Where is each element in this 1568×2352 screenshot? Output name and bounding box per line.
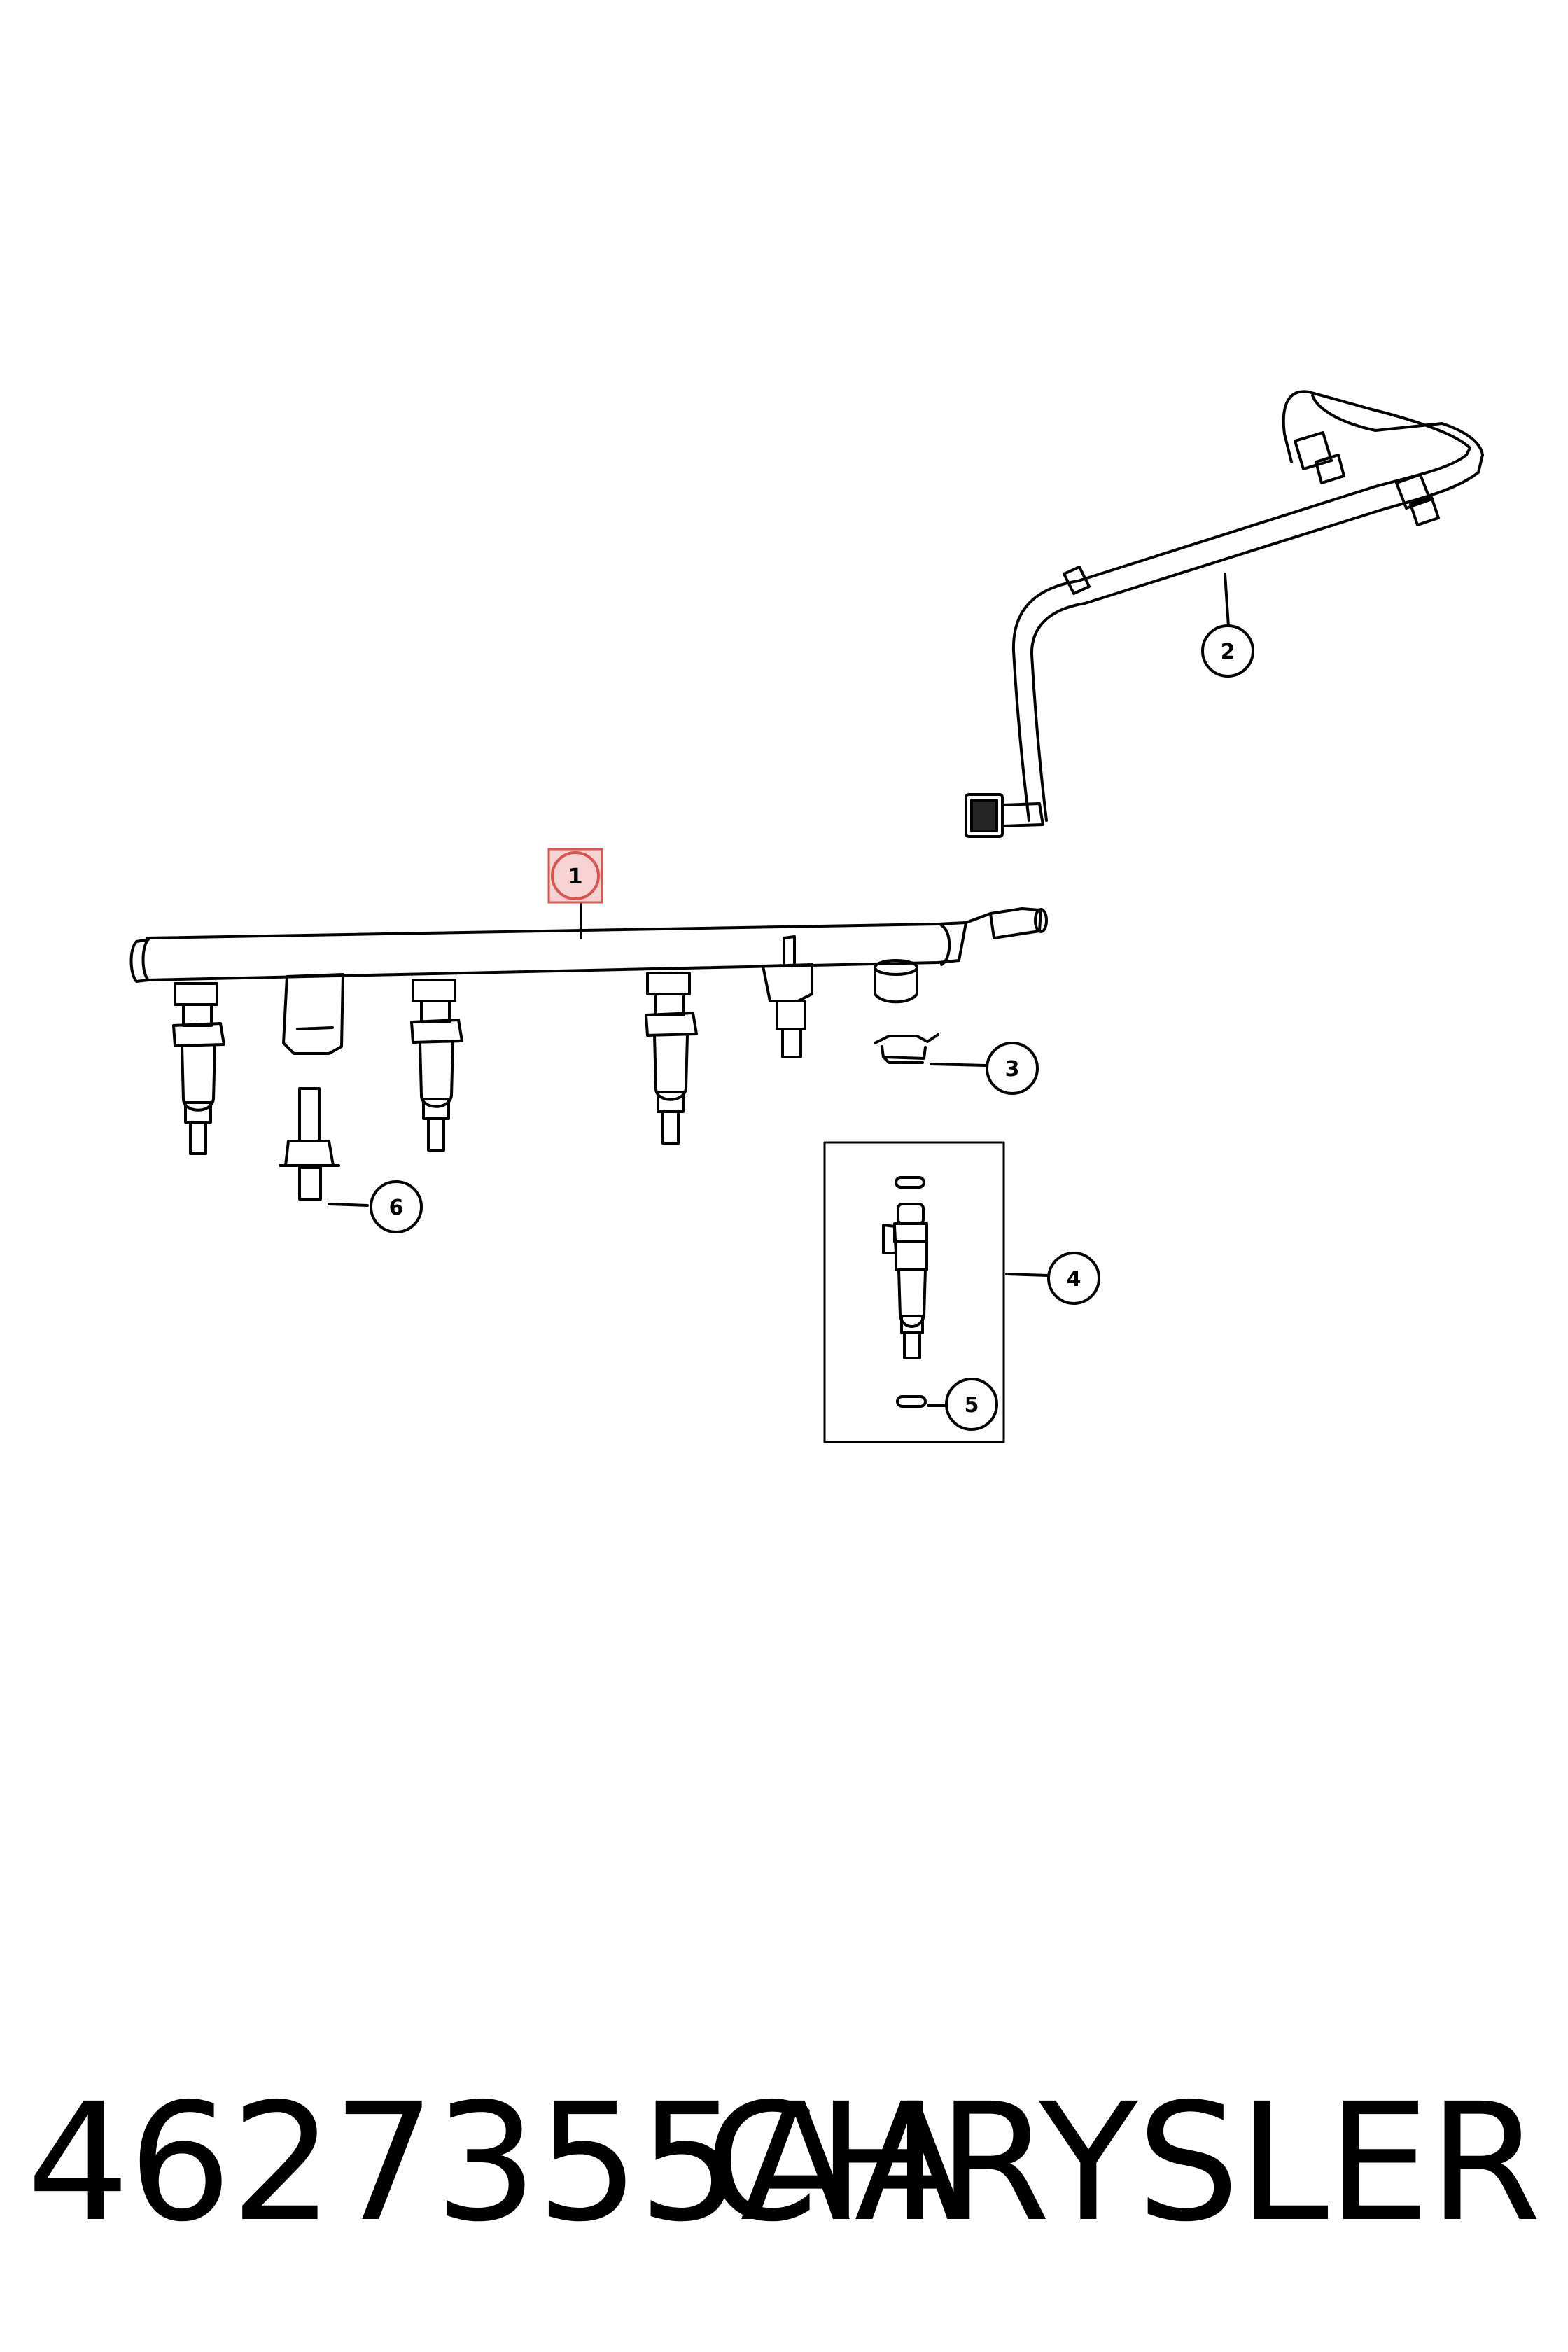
- part-number: 4627355AA: [27, 2068, 965, 2258]
- rail-port: [874, 959, 918, 1004]
- callout-1[interactable]: 1: [547, 848, 603, 904]
- fuel-supply-tube: [965, 390, 1484, 838]
- callout-2-label: 2: [1221, 640, 1236, 664]
- callout-1-label: 1: [568, 864, 583, 889]
- callout-5-label: 5: [965, 1393, 979, 1418]
- mounting-bolt: [279, 1087, 340, 1200]
- injector-clip: [874, 1033, 939, 1064]
- leader-lines: [328, 573, 1230, 1407]
- rail-bracket-b: [762, 935, 813, 1058]
- rail-bracket-a: [282, 973, 344, 1055]
- fuel-rail: [130, 907, 1048, 1155]
- callout-4[interactable]: 4: [1047, 1252, 1100, 1305]
- callout-2[interactable]: 2: [1201, 624, 1254, 678]
- injector-detail: [882, 1176, 928, 1408]
- callout-5[interactable]: 5: [945, 1378, 998, 1431]
- footer: 4627355AA CHRYSLER: [0, 2072, 1568, 2254]
- brand-name: CHRYSLER: [705, 2068, 1541, 2258]
- callout-3[interactable]: 3: [986, 1042, 1039, 1095]
- rail-injector-c: [645, 972, 698, 1144]
- callout-6-label: 6: [389, 1196, 404, 1220]
- callout-4-label: 4: [1067, 1267, 1082, 1292]
- rail-injector-a: [172, 982, 225, 1155]
- callout-3-label: 3: [1005, 1057, 1020, 1082]
- callout-6[interactable]: 6: [370, 1180, 423, 1233]
- rail-injector-b: [410, 979, 463, 1152]
- injector-detail-box: [823, 1141, 1005, 1443]
